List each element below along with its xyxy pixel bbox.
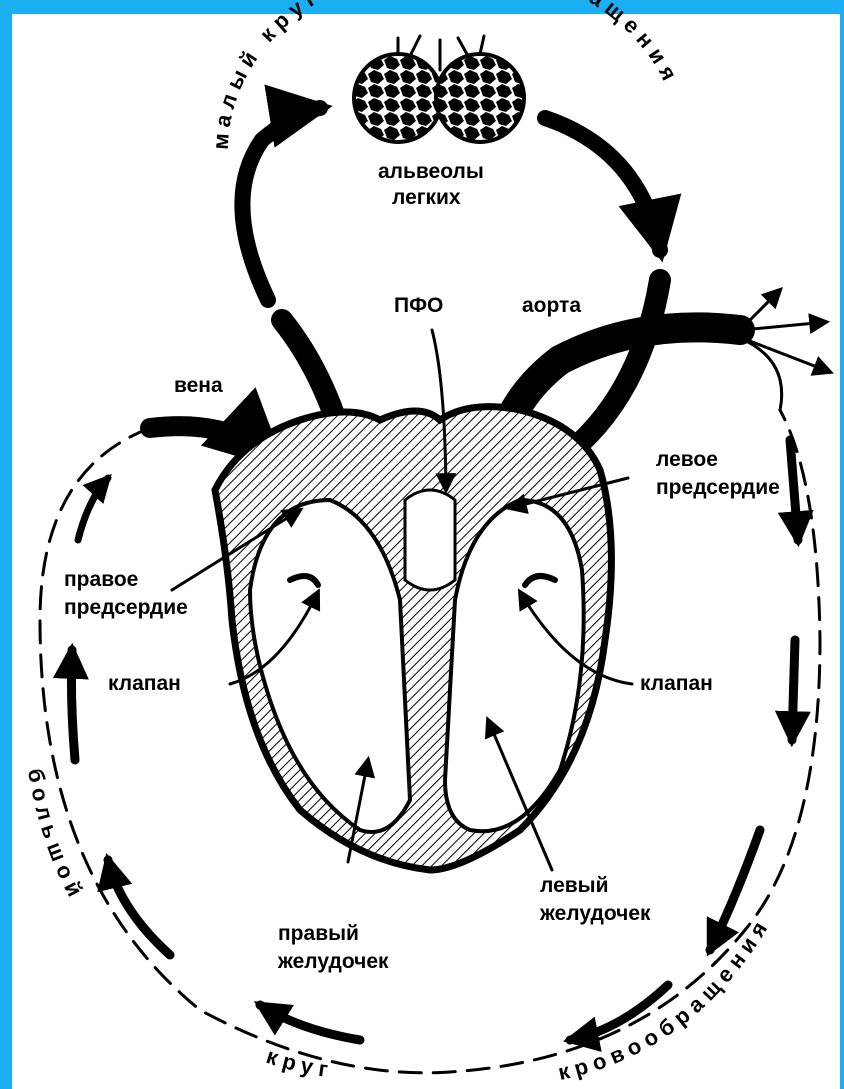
systemic-label-bottom: круг [263,1043,335,1083]
left-ventricle-label-line1: левый [540,874,609,897]
valve-left-label: клапан [108,672,181,695]
right-ventricle-label-line1: правый [278,922,359,945]
vein-label: вена [174,374,223,397]
systemic-label-right: кровообращения [556,912,776,1085]
lungs-alveoli [354,36,524,142]
valve-right-label: клапан [640,672,713,695]
aorta-label: аорта [522,294,581,317]
right-atrium-label-line1: правое [64,568,138,591]
left-ventricle-label-line2: желудочек [539,902,651,925]
right-ventricle-label-line2: желудочек [277,950,389,973]
systemic-label-left: большой [23,767,90,906]
alveoli-label-line1: альвеолы [378,160,484,183]
pfo-label: ПФО [394,294,443,317]
alveoli-label-line2: легких [392,186,461,209]
left-atrium-label-line2: предсердие [656,476,780,499]
left-atrium-label-line1: левое [656,448,718,471]
right-atrium-label-line2: предсердие [64,596,188,619]
